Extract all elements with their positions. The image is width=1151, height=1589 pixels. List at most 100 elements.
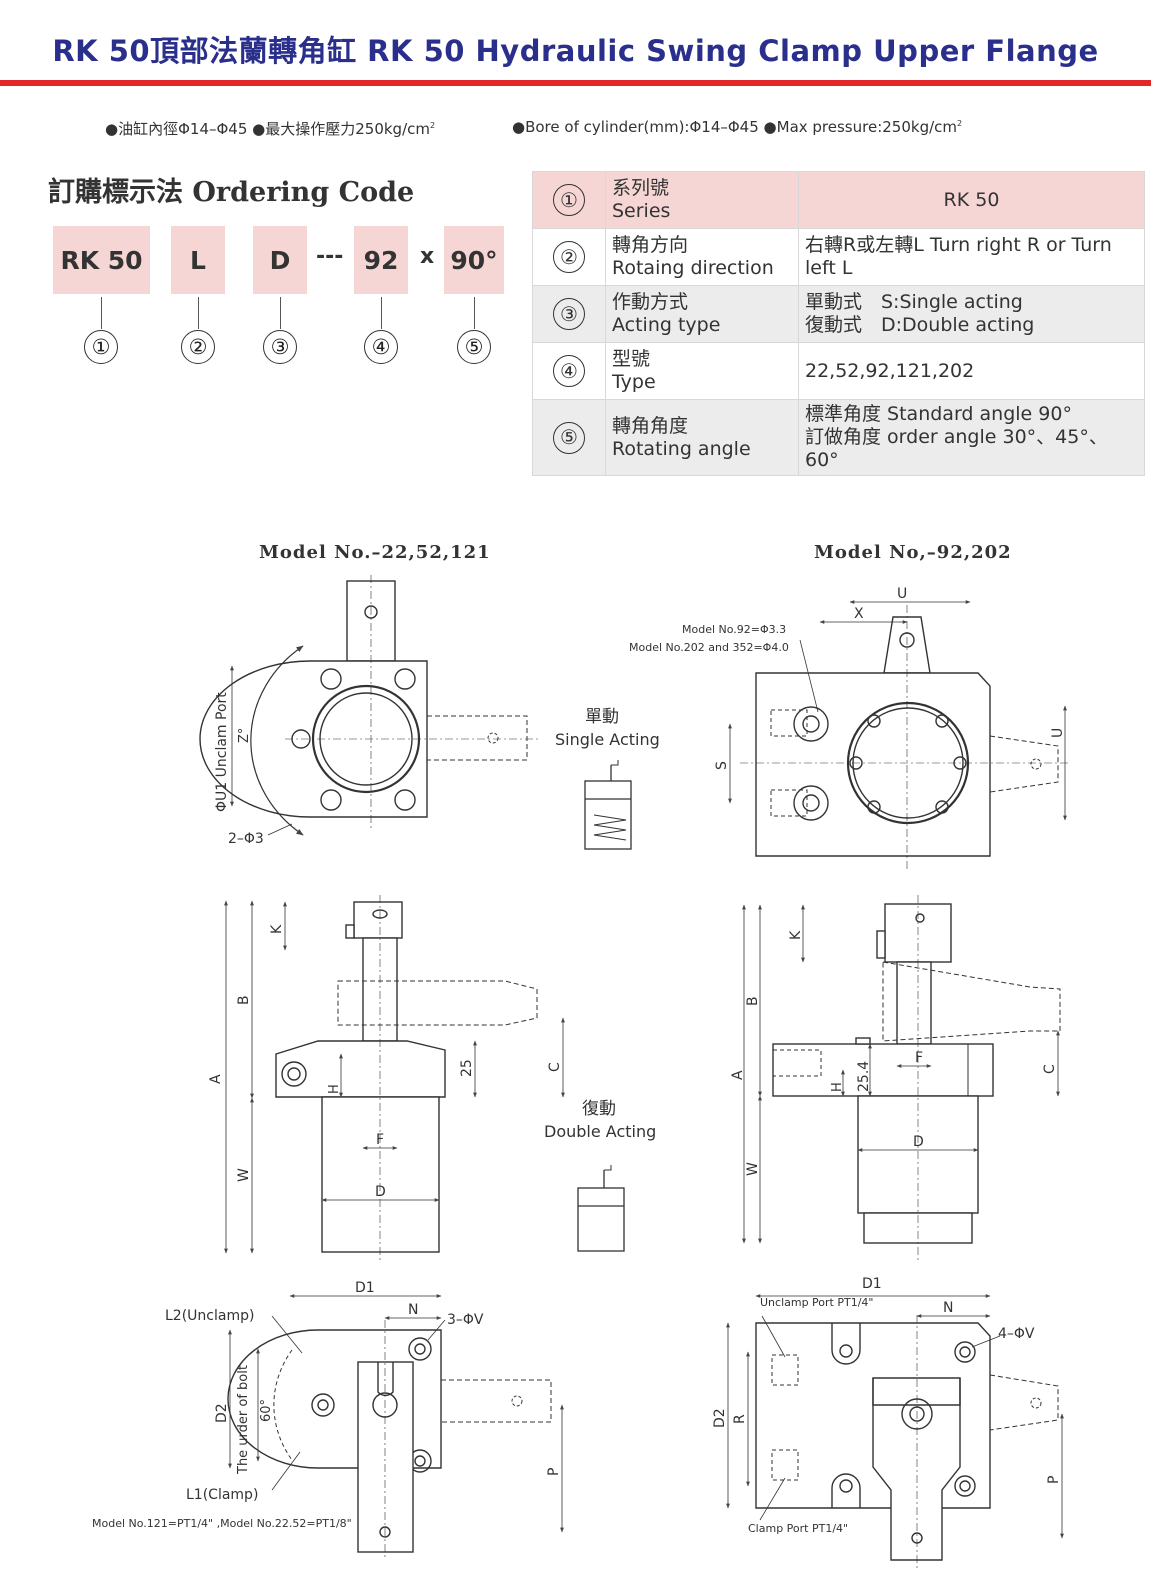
spec-num: ②: [553, 241, 585, 273]
swing-arm-ghost: [337, 980, 538, 1026]
left-bottom-view: [227, 1294, 564, 1560]
clamp-arm-bottom: [872, 1377, 961, 1561]
spec-num-cell: ⑤: [532, 399, 606, 476]
notch-bottom: [831, 1473, 861, 1508]
spec-item-en: Rotating angle: [612, 437, 751, 460]
label-dim-u-side: U: [1050, 728, 1066, 738]
spec-item-cn: 作動方式: [612, 291, 689, 313]
ghost-hole: [487, 732, 499, 744]
clamp-arm-bottom: [357, 1361, 414, 1553]
label-z-angle: Z°: [237, 728, 252, 743]
code-acting: D: [253, 226, 307, 294]
code-leader: [280, 297, 281, 329]
code-type: 92: [354, 226, 408, 294]
piston-rod: [896, 961, 932, 1045]
left-side-view: [224, 895, 565, 1260]
swing-arm-ghost: [426, 715, 528, 761]
spec-num: ⑤: [553, 421, 585, 454]
label-port-note: Model No.121=PT1/4" ,Model No.22.52=PT1/…: [92, 1517, 352, 1530]
bolt-hole: [867, 714, 881, 728]
port-hole: [793, 785, 829, 821]
spec-value-cell: 22,52,92,121,202: [798, 342, 1145, 400]
bolt-hole: [394, 789, 416, 811]
port-hole: [793, 706, 829, 742]
label-bolt-order: The urder of bolt: [236, 1365, 251, 1475]
code-separator-x: x: [420, 244, 435, 269]
spec-item-en: Acting type: [612, 314, 721, 336]
spec-item-cn: 系列號: [612, 177, 670, 199]
leader-line: [267, 823, 293, 836]
page-title: RK 50頂部法蘭轉角缸 RK 50 Hydraulic Swing Clamp…: [52, 34, 1099, 68]
swing-arm-ghost: [989, 735, 1059, 793]
swing-arc: [250, 645, 304, 836]
label-dim-h: H: [327, 1084, 342, 1094]
label-dim-d: D: [913, 1134, 924, 1150]
spec-item-cn: 轉角角度: [612, 414, 689, 437]
bolt-order-arc: [273, 1349, 293, 1461]
bolt-hole: [394, 668, 416, 690]
bolt-hole: [935, 800, 949, 814]
bolt-hole: [320, 668, 342, 690]
spec-cn: ●油缸內徑Φ14–Φ45 ●最大操作壓力250kg/cm2: [105, 118, 435, 139]
right-top-view: [728, 600, 1070, 870]
arm-head: [353, 901, 403, 939]
spec-item-en: Series: [612, 200, 671, 222]
label-dim-n: N: [943, 1300, 953, 1316]
code-series: RK 50: [53, 226, 150, 294]
label-single-cn: 單動: [585, 707, 619, 727]
spec-cn-sup: 2: [429, 121, 436, 130]
model-label-right: Model No,–92,202: [814, 542, 1012, 563]
code-leader: [474, 297, 475, 329]
right-side-view: [742, 895, 1061, 1260]
label-holes-2: 2–Φ3: [228, 831, 264, 847]
spec-item-cn: 轉角方向: [612, 234, 689, 256]
label-dim-d1: D1: [355, 1280, 375, 1296]
code-leader: [198, 297, 199, 329]
bolt-hole: [320, 789, 342, 811]
label-note-202: Model No.202 and 352=Φ4.0: [629, 641, 789, 654]
spec-en: ●Bore of cylinder(mm):Φ14–Φ45 ●Max press…: [512, 118, 962, 136]
swing-arm-ghost: [989, 1374, 1059, 1431]
spec-value: left L: [805, 257, 853, 279]
leader-line: [427, 1319, 446, 1341]
code-number: ②: [181, 330, 215, 364]
label-dim-f: F: [376, 1132, 384, 1148]
single-acting-symbol: [584, 760, 632, 850]
spec-item-cn: 型號: [612, 348, 651, 370]
code-number: ④: [364, 330, 398, 364]
label-unclamp-port: Unclamp Port PT1/4": [760, 1296, 873, 1309]
label-holes-4v: 4–ΦV: [998, 1326, 1035, 1342]
spec-num: ③: [553, 298, 585, 330]
spec-num-cell: ④: [532, 342, 606, 400]
leader-line: [761, 1315, 786, 1358]
label-double-en: Double Acting: [544, 1122, 656, 1141]
spec-value: RK 50: [943, 188, 1000, 211]
code-separator-dash: ---: [316, 244, 344, 269]
label-dim-d: D: [375, 1184, 386, 1200]
label-l1: L1(Clamp): [186, 1487, 258, 1503]
label-dim-d1: D1: [862, 1276, 882, 1292]
label-dim-n: N: [408, 1302, 418, 1318]
label-dim-60: 60°: [259, 1399, 274, 1422]
label-dim-w: W: [236, 1168, 252, 1182]
spec-num-cell: ③: [532, 285, 606, 343]
leader-line: [971, 1335, 1001, 1348]
bolt-hole: [867, 800, 881, 814]
spec-value: 訂做角度 order angle 30°、45°、60°: [805, 426, 1108, 471]
arm-head: [872, 1378, 961, 1406]
title-underline: [0, 80, 1151, 86]
bolt-hole: [849, 756, 863, 770]
bolt-hole: [935, 714, 949, 728]
spec-num-cell: ①: [532, 171, 606, 229]
code-leader: [101, 297, 102, 329]
spec-value: 復動式 D:Double acting: [805, 314, 1035, 336]
code-leader: [381, 297, 382, 329]
model-label-left: Model No.–22,52,121: [259, 542, 491, 563]
